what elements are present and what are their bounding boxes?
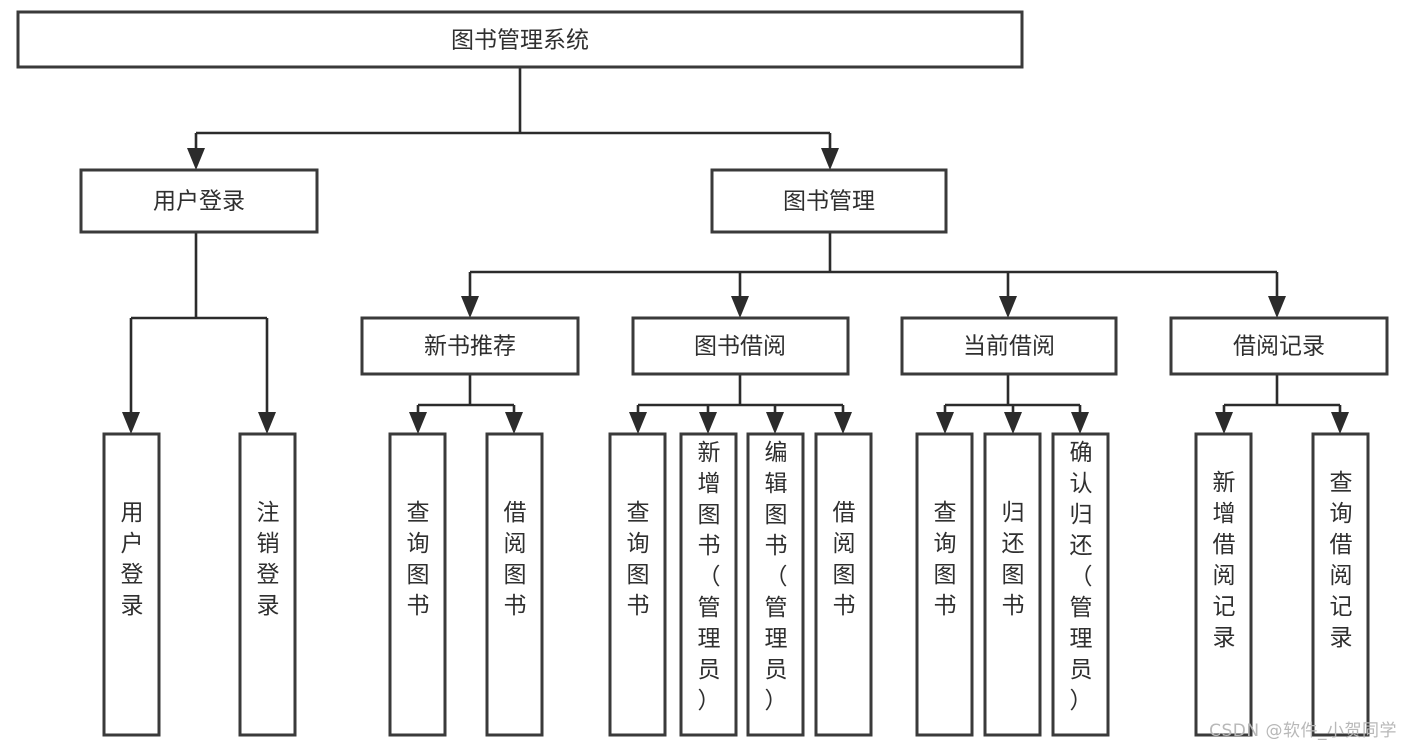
- arrowhead-leaf-add-record: [1215, 412, 1233, 434]
- node-leaf-query-book-2[interactable]: 查询图书: [608, 432, 667, 737]
- node-leaf-query-book-1-label: 查询图书: [407, 500, 430, 619]
- node-book-borrow-rect: [631, 316, 850, 376]
- arrowhead-leaf-query-record: [1331, 412, 1349, 434]
- node-leaf-confirm-return-label: 确认归还（管理员）: [1070, 440, 1093, 714]
- node-leaf-return-book[interactable]: 归还图书: [983, 432, 1042, 737]
- node-leaf-return-book-label: 归还图书: [1002, 500, 1025, 619]
- node-book-manage[interactable]: 图书管理: [710, 168, 948, 234]
- node-leaf-query-book-2-label: 查询图书: [627, 500, 650, 619]
- node-leaf-query-record-label: 查询借阅记录: [1330, 470, 1353, 651]
- node-book-manage-rect: [710, 168, 948, 234]
- node-leaf-borrow-book-1-rect: [485, 432, 544, 737]
- arrowhead-leaf-return-book: [1004, 412, 1022, 434]
- node-leaf-edit-book-rect: [746, 432, 805, 737]
- arrowhead-leaf-query-book-1: [409, 412, 427, 434]
- node-book-manage-label: 图书管理: [783, 189, 875, 215]
- arrowhead-to-book-manage: [821, 148, 839, 170]
- connector-book-borrow-bus: [636, 374, 845, 418]
- node-leaf-borrow-book-2-label: 借阅图书: [833, 500, 856, 619]
- node-leaf-return-book-rect: [983, 432, 1042, 737]
- node-leaf-user-login-rect: [102, 432, 161, 737]
- connector-book-manage-bus: [468, 232, 1279, 302]
- node-root-rect: [16, 10, 1024, 69]
- connector-root-to-bus: [194, 67, 832, 154]
- node-book-borrow-label: 图书借阅: [694, 334, 786, 360]
- arrowhead-leaf-query-book-3: [936, 412, 954, 434]
- node-borrow-record-rect: [1169, 316, 1389, 376]
- csdn-watermark: CSDN @软件_小贺同学: [1209, 721, 1397, 741]
- node-leaf-add-record[interactable]: 新增借阅记录: [1194, 432, 1253, 737]
- connector-user-login-bus: [129, 232, 269, 418]
- node-borrow-record-label: 借阅记录: [1233, 334, 1325, 360]
- node-leaf-edit-book[interactable]: 编辑图书（管理员）: [746, 432, 805, 737]
- arrowhead-leaf-add-book: [699, 412, 717, 434]
- node-leaf-add-record-rect: [1194, 432, 1253, 737]
- node-leaf-query-book-1[interactable]: 查询图书: [388, 432, 447, 737]
- arrowhead-leaf-confirm-return: [1071, 412, 1089, 434]
- node-leaf-query-book-3-rect: [915, 432, 974, 737]
- arrowhead-leaf-user-login: [122, 412, 140, 434]
- node-leaf-query-book-3-label: 查询图书: [934, 500, 957, 619]
- node-leaf-query-book-1-rect: [388, 432, 447, 737]
- node-leaf-edit-book-label: 编辑图书（管理员）: [765, 440, 788, 714]
- node-leaf-add-book-rect: [679, 432, 738, 737]
- node-leaf-logout-login-label: 注销登录: [257, 500, 280, 619]
- node-root-label: 图书管理系统: [451, 28, 589, 54]
- node-leaf-borrow-book-2[interactable]: 借阅图书: [814, 432, 873, 737]
- arrowhead-leaf-borrow-book-2: [834, 412, 852, 434]
- connector-borrow-record-bus: [1222, 374, 1342, 418]
- node-leaf-borrow-book-1[interactable]: 借阅图书: [485, 432, 544, 737]
- node-user-login[interactable]: 用户登录: [79, 168, 319, 234]
- node-leaf-user-login-label: 用户登录: [121, 500, 144, 619]
- arrowhead-to-new-book-recommend: [461, 296, 479, 318]
- node-book-borrow[interactable]: 图书借阅: [631, 316, 850, 376]
- node-leaf-confirm-return-rect: [1051, 432, 1110, 737]
- arrowhead-leaf-query-book-2: [629, 412, 647, 434]
- node-new-book-recommend-label: 新书推荐: [424, 334, 516, 360]
- node-leaf-borrow-book-1-label: 借阅图书: [504, 500, 527, 619]
- node-current-borrow[interactable]: 当前借阅: [900, 316, 1118, 376]
- node-user-login-rect: [79, 168, 319, 234]
- node-leaf-logout-login[interactable]: 注销登录: [238, 432, 297, 737]
- connector-current-borrow-bus: [943, 374, 1082, 418]
- node-leaf-add-book[interactable]: 新增图书（管理员）: [679, 432, 738, 737]
- connector-layer: [122, 67, 1349, 434]
- node-user-login-label: 用户登录: [153, 189, 245, 215]
- node-current-borrow-label: 当前借阅: [963, 334, 1055, 360]
- arrowhead-leaf-logout-login: [258, 412, 276, 434]
- arrowhead-to-book-borrow: [731, 296, 749, 318]
- node-leaf-add-book-label: 新增图书（管理员）: [698, 440, 721, 714]
- node-new-book-recommend[interactable]: 新书推荐: [360, 316, 580, 376]
- node-leaf-query-book-3[interactable]: 查询图书: [915, 432, 974, 737]
- arrowhead-leaf-borrow-book-1: [505, 412, 523, 434]
- node-leaf-borrow-book-2-rect: [814, 432, 873, 737]
- node-leaf-query-book-2-rect: [608, 432, 667, 737]
- node-new-book-recommend-rect: [360, 316, 580, 376]
- node-leaf-logout-login-rect: [238, 432, 297, 737]
- arrowhead-leaf-edit-book: [766, 412, 784, 434]
- node-leaf-query-record[interactable]: 查询借阅记录: [1311, 432, 1370, 737]
- arrowhead-to-user-login: [187, 148, 205, 170]
- node-leaf-query-record-rect: [1311, 432, 1370, 737]
- arrowhead-to-current-borrow: [999, 296, 1017, 318]
- connector-new-book-recommend-bus: [416, 374, 516, 418]
- node-leaf-user-login[interactable]: 用户登录: [102, 432, 161, 737]
- arrowhead-to-borrow-record: [1268, 296, 1286, 318]
- node-borrow-record[interactable]: 借阅记录: [1169, 316, 1389, 376]
- node-leaf-confirm-return[interactable]: 确认归还（管理员）: [1051, 432, 1110, 737]
- node-current-borrow-rect: [900, 316, 1118, 376]
- node-leaf-add-record-label: 新增借阅记录: [1213, 470, 1236, 651]
- node-root[interactable]: 图书管理系统: [16, 10, 1024, 69]
